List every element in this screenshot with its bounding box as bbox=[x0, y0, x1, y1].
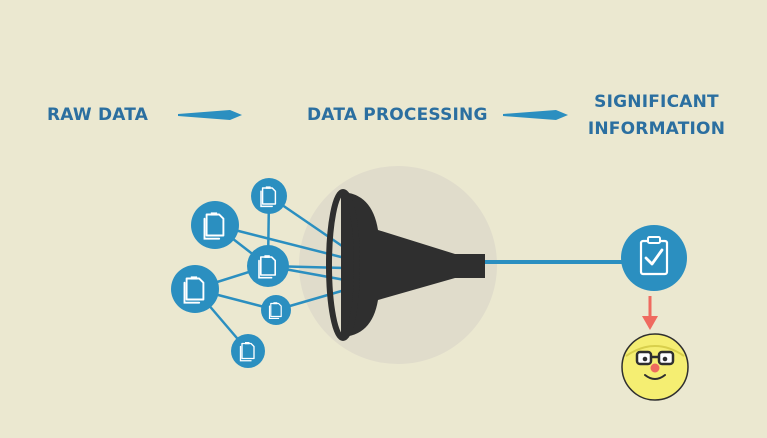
significant-information-line-2: INFORMATION bbox=[587, 119, 726, 139]
data-processing-label: DATA PROCESSING bbox=[307, 105, 488, 125]
down-arrow bbox=[642, 296, 658, 330]
arrow-processing-to-info bbox=[503, 110, 568, 120]
clipboard-node bbox=[621, 225, 687, 291]
document-node bbox=[191, 201, 239, 249]
significant-information-line-1: SIGNIFICANT bbox=[594, 92, 719, 112]
arrow-raw-to-processing bbox=[178, 110, 242, 120]
nerd-smiley-icon bbox=[621, 333, 689, 401]
raw-data-label: RAW DATA bbox=[47, 105, 149, 125]
document-node bbox=[261, 295, 291, 325]
funnel-icon bbox=[326, 189, 485, 341]
clipboard-check-icon bbox=[639, 236, 669, 276]
document-node bbox=[247, 245, 289, 287]
document-node bbox=[231, 334, 265, 368]
significant-information-label: SIGNIFICANT INFORMATION bbox=[575, 89, 738, 143]
document-node bbox=[251, 178, 287, 214]
document-node bbox=[171, 265, 219, 313]
